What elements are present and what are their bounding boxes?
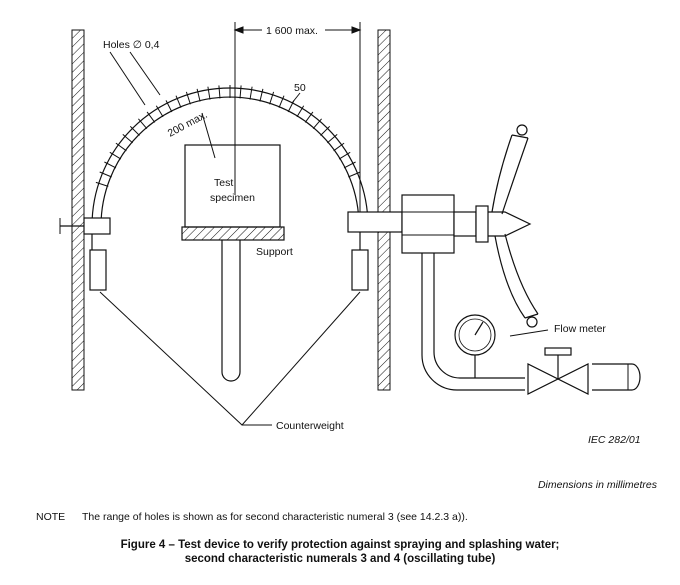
hole-ticks [95,85,361,187]
hole-tick [296,105,305,118]
holes-label: Holes ∅ 0,4 [103,39,160,51]
hole-tick [320,125,331,136]
bearing-housing [401,194,455,254]
left-wall [71,29,85,391]
hole-tick [343,161,356,169]
hole-tick [155,105,164,118]
hole-tick [269,91,275,105]
flow-meter-label: Flow meter [554,323,606,335]
hole-tick [138,118,148,130]
hole-tick [218,85,221,99]
flow-meter-gauge [454,314,496,378]
hole-tick [312,118,322,130]
right-counterweight [351,249,369,291]
hole-tick [249,86,253,100]
hole-tick [259,88,264,102]
support-rod [221,240,241,382]
hole-tick [207,86,211,100]
hole-tick [109,151,122,160]
dimension-1600 [233,22,362,212]
drive-shaft [453,205,532,243]
support-plate [181,226,285,241]
hole-tick [326,134,338,144]
note-text: The range of holes is shown as for secon… [82,511,468,523]
hole-tick [304,111,314,123]
valve [527,347,589,395]
leader-lines [59,51,549,426]
hole-tick [165,100,173,113]
test-specimen-label-line1: Test [214,177,233,189]
supply-pipe [421,250,641,391]
note-label: NOTE [36,511,66,523]
hole-tick [122,134,134,144]
note-line: NOTE The range of holes is shown as for s… [36,511,468,523]
caption-line-1: Figure 4 – Test device to verify protect… [120,539,560,551]
right-pivot [347,211,403,250]
support-label: Support [256,246,293,258]
iec-reference: IEC 282/01 [588,434,641,446]
hole-tick [278,95,285,108]
hole-tick [99,171,112,178]
hole-tick [175,95,182,108]
hole-tick [239,85,242,99]
dimension-1600-label: 1 600 max. [266,25,318,37]
right-wall [377,29,391,391]
dimension-200-label: 200 max. [166,109,210,140]
hole-tick [333,142,345,152]
test-specimen-label-line2: specimen [210,192,255,204]
hole-tick [348,171,361,178]
caption-line-2: second characteristic numerals 3 and 4 (… [184,553,496,565]
figure-caption: Figure 4 – Test device to verify protect… [0,538,680,566]
hole-tick [185,91,191,105]
hole-tick [104,161,117,169]
hole-tick [146,111,156,123]
dimension-50-label: 50 [294,82,306,94]
handwheel [491,124,539,328]
counterweight-label: Counterweight [276,420,344,432]
hole-tick [196,88,201,102]
test-specimen [184,144,281,228]
hole-tick [338,151,351,160]
hole-tick [95,181,109,187]
dimensions-note: Dimensions in millimetres [537,479,657,491]
hole-tick [129,125,140,136]
left-pivot [60,217,111,250]
left-counterweight [89,249,107,291]
hole-tick [115,142,127,152]
